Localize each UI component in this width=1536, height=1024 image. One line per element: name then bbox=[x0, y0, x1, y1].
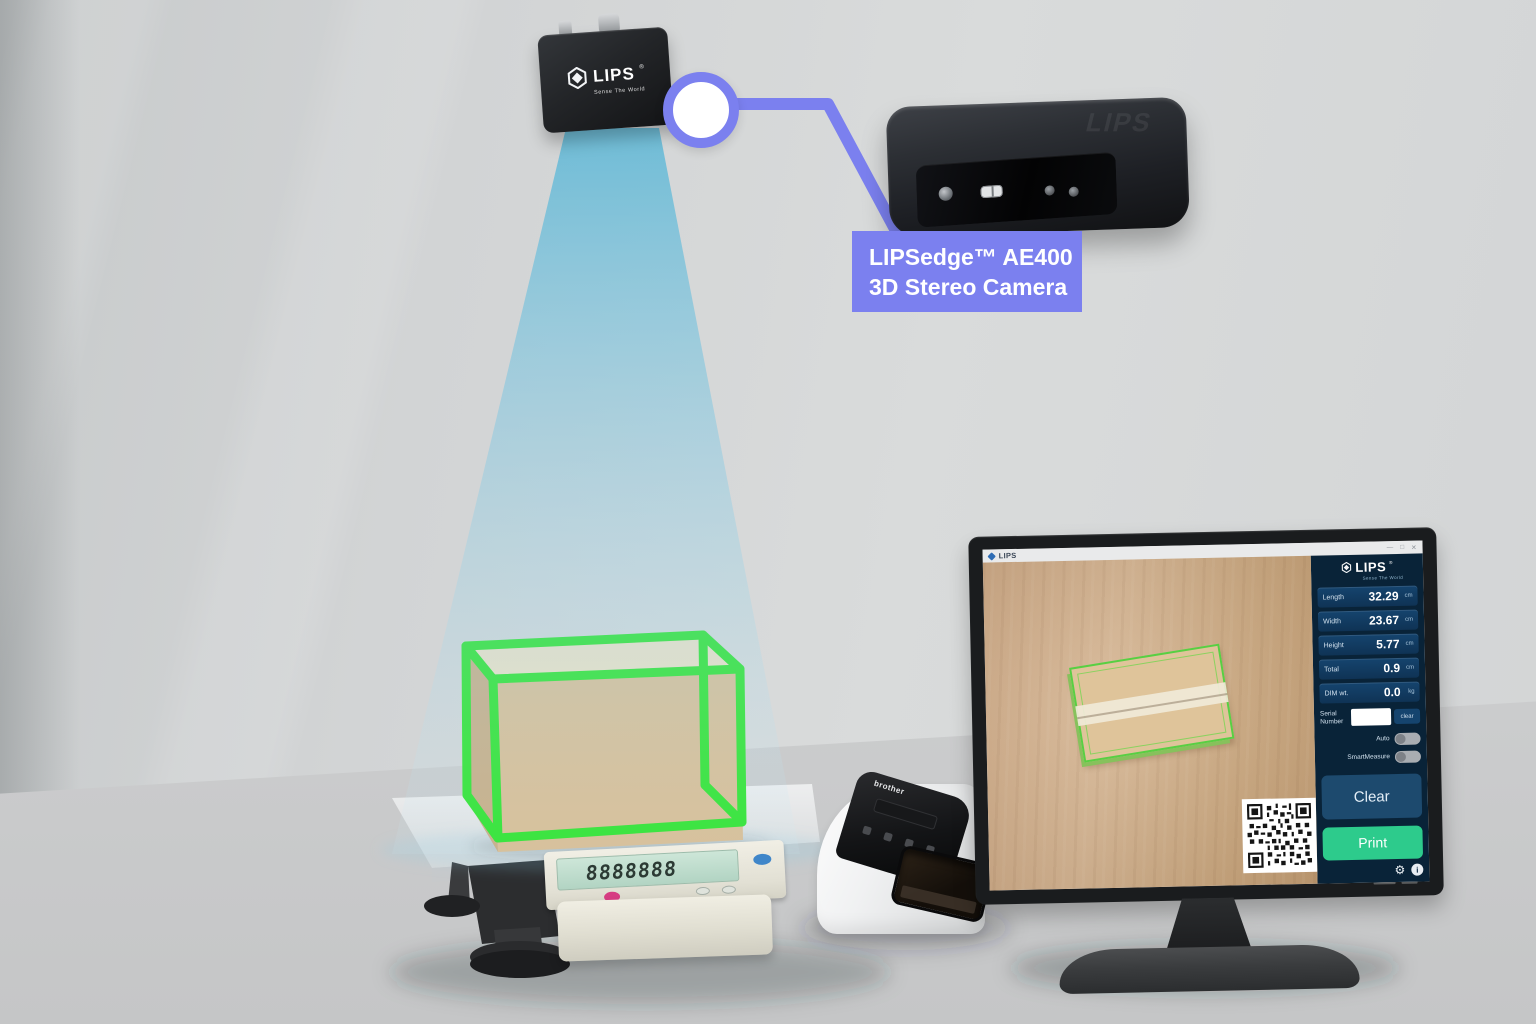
ceiling-camera: LIPS ® Sense The World bbox=[536, 10, 676, 137]
measurement-row-width: Width 23.67 cm bbox=[1317, 609, 1419, 632]
scale-lcd: 8888888 bbox=[555, 849, 740, 891]
product-name-line1: LIPSedge™ AE400 bbox=[869, 243, 1073, 270]
scale-function-button bbox=[753, 853, 772, 866]
label-printer: brother bbox=[815, 768, 995, 940]
callout-dot bbox=[663, 72, 739, 148]
measurement-row-length: Length 32.29 cm bbox=[1317, 585, 1418, 608]
row-label: Width bbox=[1323, 617, 1342, 626]
ceiling-camera-tagline: Sense The World bbox=[593, 86, 646, 96]
serial-number-label: Serial Number bbox=[1319, 710, 1344, 726]
smartmeasure-toggle-row: SmartMeasure bbox=[1321, 749, 1422, 765]
stereo-camera-body: LIPS bbox=[885, 96, 1191, 238]
row-label: Total bbox=[1324, 665, 1339, 674]
toggle-knob bbox=[1395, 751, 1407, 762]
product-callout-label: LIPSedge™ AE400 3D Stereo Camera bbox=[852, 231, 1082, 312]
scale-display-body bbox=[557, 894, 773, 962]
measurement-row-dim-wt: DIM wt. 0.0 kg bbox=[1319, 681, 1420, 705]
sidebar-brand-mark: ® bbox=[1389, 560, 1393, 566]
printer-button-1 bbox=[861, 825, 872, 836]
ceiling-camera-brand-mark: ® bbox=[639, 64, 645, 71]
app-content: LIPS ® Sense The World Length 32.29 cm W… bbox=[982, 553, 1430, 891]
smartmeasure-toggle-label: SmartMeasure bbox=[1347, 753, 1391, 762]
serial-clear-button[interactable]: clear bbox=[1393, 708, 1421, 725]
box-tape-stripe bbox=[1075, 681, 1229, 726]
row-unit: cm bbox=[1404, 592, 1413, 599]
printer-status-window bbox=[872, 797, 939, 831]
window-controls: — □ ✕ bbox=[1387, 543, 1417, 552]
row-unit: cm bbox=[1405, 616, 1414, 623]
camera-viewport bbox=[982, 555, 1318, 891]
auto-toggle[interactable] bbox=[1394, 732, 1421, 745]
gear-icon[interactable]: ⚙ bbox=[1394, 863, 1406, 878]
measurement-sidebar: LIPS ® Sense The World Length 32.29 cm W… bbox=[1310, 553, 1430, 884]
row-label: Height bbox=[1323, 641, 1344, 650]
serial-number-input[interactable] bbox=[1350, 708, 1392, 727]
monitor: LIPS — □ ✕ bbox=[968, 527, 1446, 997]
toggle-knob bbox=[1395, 733, 1406, 744]
sidebar-footer: ⚙ i bbox=[1323, 862, 1424, 879]
row-value: 0.9 bbox=[1383, 661, 1401, 676]
scale-lcd-digits: 8888888 bbox=[584, 856, 678, 886]
app-title: LIPS bbox=[998, 550, 1017, 561]
monitor-screen: LIPS — □ ✕ bbox=[982, 540, 1430, 891]
row-unit: cm bbox=[1406, 664, 1415, 672]
app-icon bbox=[987, 551, 996, 561]
camera-lens-icon bbox=[1068, 186, 1079, 198]
auto-toggle-row: Auto bbox=[1320, 731, 1421, 747]
detected-box bbox=[1069, 643, 1235, 763]
sidebar-tagline: Sense The World bbox=[1362, 574, 1404, 581]
minimize-button[interactable]: — bbox=[1386, 543, 1394, 551]
printer-button-2 bbox=[883, 831, 894, 842]
measurement-row-height: Height 5.77 cm bbox=[1318, 633, 1419, 656]
print-button[interactable]: Print bbox=[1322, 825, 1424, 861]
sidebar-brand: LIPS bbox=[1355, 559, 1387, 575]
clear-button[interactable]: Clear bbox=[1321, 773, 1423, 820]
close-button[interactable]: ✕ bbox=[1411, 544, 1417, 552]
row-label: Length bbox=[1322, 593, 1345, 602]
measurement-row-total: Total 0.9 cm bbox=[1318, 657, 1420, 680]
ceiling-camera-brand: LIPS bbox=[592, 64, 636, 86]
camera-lens-icon bbox=[938, 186, 953, 202]
row-unit: kg bbox=[1408, 688, 1415, 696]
row-value: 23.67 bbox=[1368, 613, 1400, 628]
ceiling-camera-body: LIPS ® Sense The World bbox=[537, 26, 674, 134]
scale-zero-button bbox=[721, 885, 737, 895]
row-unit: cm bbox=[1405, 640, 1414, 648]
product-name-line2: 3D Stereo Camera bbox=[869, 273, 1068, 300]
camera-lens-icon bbox=[1044, 185, 1055, 196]
smartmeasure-toggle[interactable] bbox=[1394, 750, 1422, 763]
wall-corner-shadow bbox=[0, 0, 80, 800]
qr-code bbox=[1241, 797, 1318, 874]
sidebar-logo: LIPS ® Sense The World bbox=[1317, 559, 1417, 582]
scale-tare-button bbox=[695, 886, 711, 896]
auto-toggle-label: Auto bbox=[1376, 735, 1390, 743]
stereo-camera-product: LIPS bbox=[879, 91, 1196, 254]
row-label: DIM wt. bbox=[1324, 689, 1349, 698]
lips-diamond-icon bbox=[1342, 561, 1352, 574]
row-value: 5.77 bbox=[1376, 637, 1400, 652]
serial-number-row: Serial Number clear bbox=[1319, 706, 1421, 729]
lips-diamond-icon bbox=[567, 66, 587, 90]
stereo-camera-front-panel bbox=[915, 151, 1118, 228]
row-value: 32.29 bbox=[1368, 588, 1399, 604]
ir-projector-icon bbox=[980, 184, 1003, 199]
info-icon[interactable]: i bbox=[1411, 863, 1424, 877]
row-value: 0.0 bbox=[1383, 685, 1401, 700]
stereo-camera-embossed-logo: LIPS bbox=[1083, 106, 1156, 138]
printer-brand-logo: brother bbox=[872, 778, 906, 797]
maximize-button[interactable]: □ bbox=[1400, 543, 1405, 551]
monitor-stand-base bbox=[1058, 943, 1360, 995]
